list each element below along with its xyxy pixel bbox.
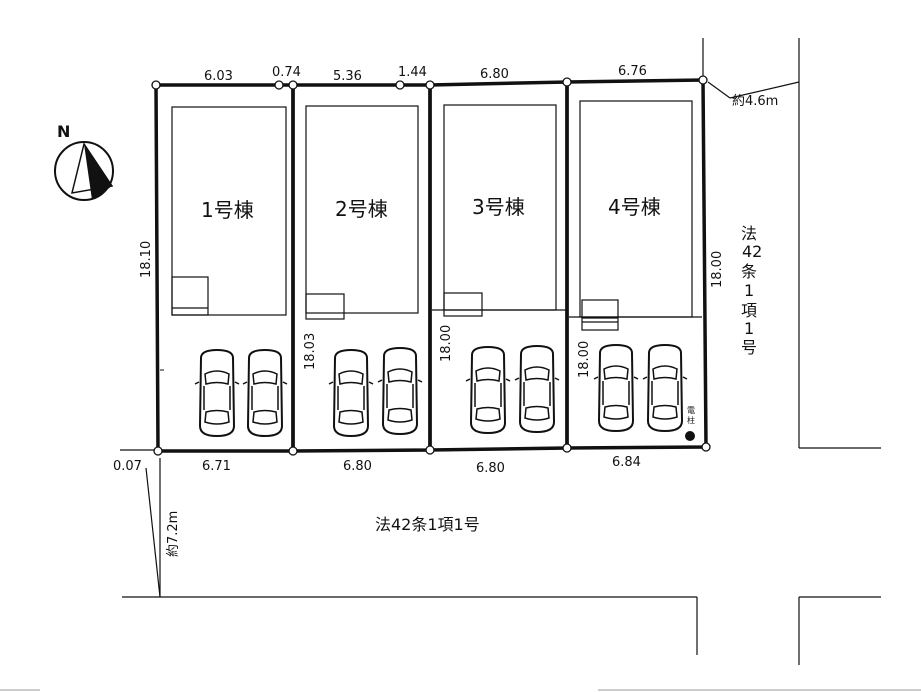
south-road-label: 法42条1項1号 [375,515,480,534]
lot4-depth-dim: 18.00 [577,341,592,378]
svg-text:項: 項 [741,301,757,320]
top-dim-1: 6.03 [204,69,233,84]
top-dim-3: 5.36 [333,69,362,84]
building-4-label: 4号棟 [608,195,661,219]
north-arrow-icon [54,141,114,201]
top-dim-4: 1.44 [398,65,427,80]
lot2-depth-dim: 18.03 [303,333,318,370]
svg-text:号: 号 [741,338,757,357]
car-icon [242,349,288,437]
building-1-label: 1号棟 [201,198,254,222]
bottom-dim-1: 6.71 [202,459,231,474]
bottom-dim-2: 6.80 [343,459,372,474]
south-road-width: 約7.2m [166,511,181,557]
car-icon [328,349,374,437]
lot3-depth-dim: 18.00 [439,325,454,362]
east-road-width: 約4.6m [732,94,778,109]
left-depth-dim: 18.10 [139,241,154,278]
top-dim-5: 6.80 [480,67,509,82]
car-icon [194,349,240,437]
car-icon [593,344,639,432]
svg-text:法: 法 [741,224,757,243]
svg-text:42: 42 [742,242,762,261]
car-icon [377,347,423,435]
svg-text:1: 1 [744,281,754,300]
utility-pole-icon [685,431,695,441]
building-footprints [171,100,702,331]
bottom-dim-3: 6.80 [476,461,505,476]
bottom-left-offset: 0.07 [113,459,142,474]
top-dim-6: 6.76 [618,64,647,79]
compass-label: N [57,122,70,141]
building-2-label: 2号棟 [335,197,388,221]
svg-text:1: 1 [744,319,754,338]
car-icon [465,346,511,434]
top-dim-2: 0.74 [272,65,301,80]
svg-text:条: 条 [741,262,757,281]
utility-pole-label-2: 柱 [687,415,695,425]
right-depth-dim: 18.00 [710,251,725,288]
east-road-label: 法 42 条 1 項 1 号 [741,224,762,357]
utility-pole-label-1: 電 [687,406,695,415]
road-lines [120,38,881,665]
building-3-label: 3号棟 [472,195,525,219]
boundary-pins [151,75,711,456]
bottom-dim-4: 6.84 [612,455,641,470]
car-icon [642,344,688,432]
car-icon [514,345,560,433]
